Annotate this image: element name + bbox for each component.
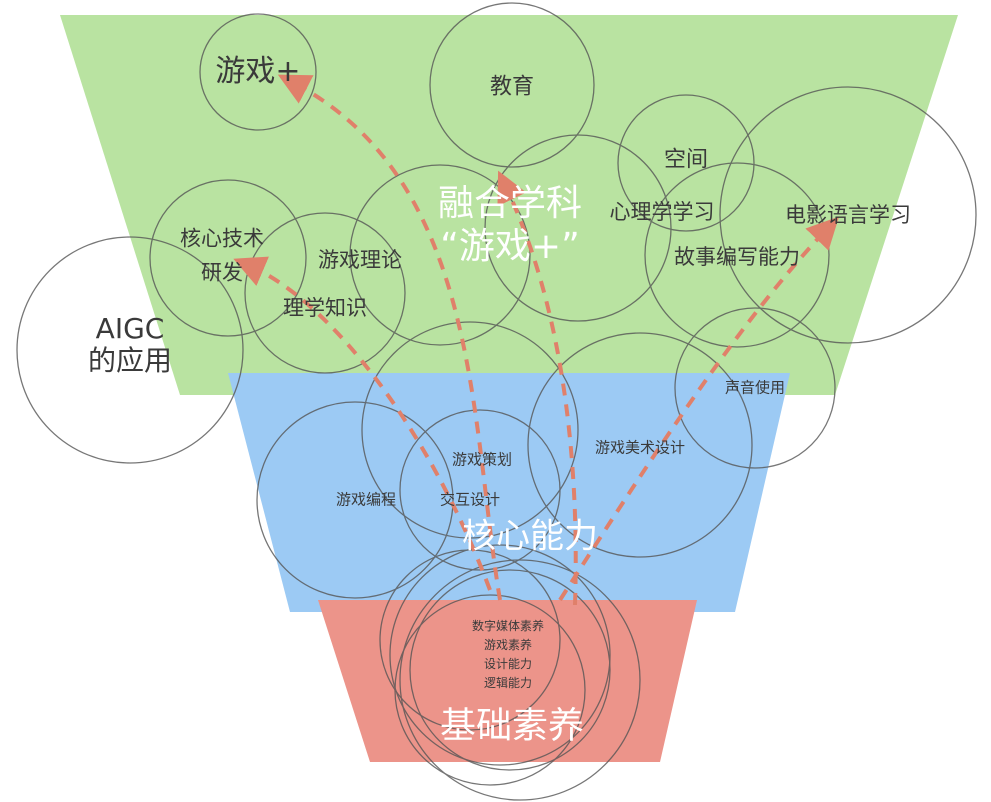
node-circle: [617, 94, 755, 232]
node-psychology: 心理学学习: [609, 199, 715, 224]
node-circle: [484, 134, 672, 322]
node-circle: [244, 212, 406, 374]
node-film: 电影语言学习: [785, 202, 911, 227]
node-circle: [644, 162, 830, 348]
node-space: 空间: [663, 147, 709, 173]
node-design-ability: 设计能力: [483, 657, 533, 672]
node-core-tech: 核心技术 研发: [180, 226, 264, 284]
node-circle: [379, 549, 561, 731]
layer-title-basic: 基础素养: [439, 705, 585, 747]
node-programming: 游戏编程: [335, 490, 397, 509]
node-sound: 声音使用: [724, 378, 786, 397]
node-game-design: 游戏策划: [451, 450, 513, 469]
layer-blue: [228, 373, 790, 612]
node-circle: [361, 321, 579, 539]
node-education: 教育: [489, 74, 535, 100]
arrow-to-film: [558, 216, 840, 602]
node-game-theory: 游戏理论: [318, 247, 402, 272]
arrow-to-core-tech: [233, 256, 492, 591]
node-circle: [429, 2, 595, 168]
node-circle: [16, 236, 244, 464]
node-circle: [719, 86, 977, 344]
node-science: 理学知识: [283, 295, 367, 320]
node-game-plus: 游戏+: [215, 53, 301, 89]
node-circle: [674, 307, 836, 469]
node-circle: [527, 332, 753, 558]
layer-title-core: 核心能力: [462, 516, 598, 557]
node-interaction: 交互设计: [439, 490, 501, 509]
node-digital-media: 数字媒体素养: [471, 619, 545, 634]
node-circle: [349, 164, 531, 346]
node-circle: [399, 409, 561, 571]
node-circle: [149, 179, 307, 337]
node-story: 故事编写能力: [674, 244, 800, 269]
node-circle: [389, 544, 611, 766]
layer-title-fusion: 融合学科 “游戏+”: [437, 182, 583, 267]
node-circle: [256, 401, 454, 599]
node-circle: [409, 569, 611, 771]
node-aigc: AIGC 的应用: [87, 311, 173, 377]
node-logic: 逻辑能力: [483, 676, 533, 691]
node-circle: [399, 559, 641, 801]
node-game-art: 游戏美术设计: [594, 438, 686, 457]
node-circle: [199, 13, 317, 131]
node-game-literacy: 游戏素养: [483, 638, 533, 653]
